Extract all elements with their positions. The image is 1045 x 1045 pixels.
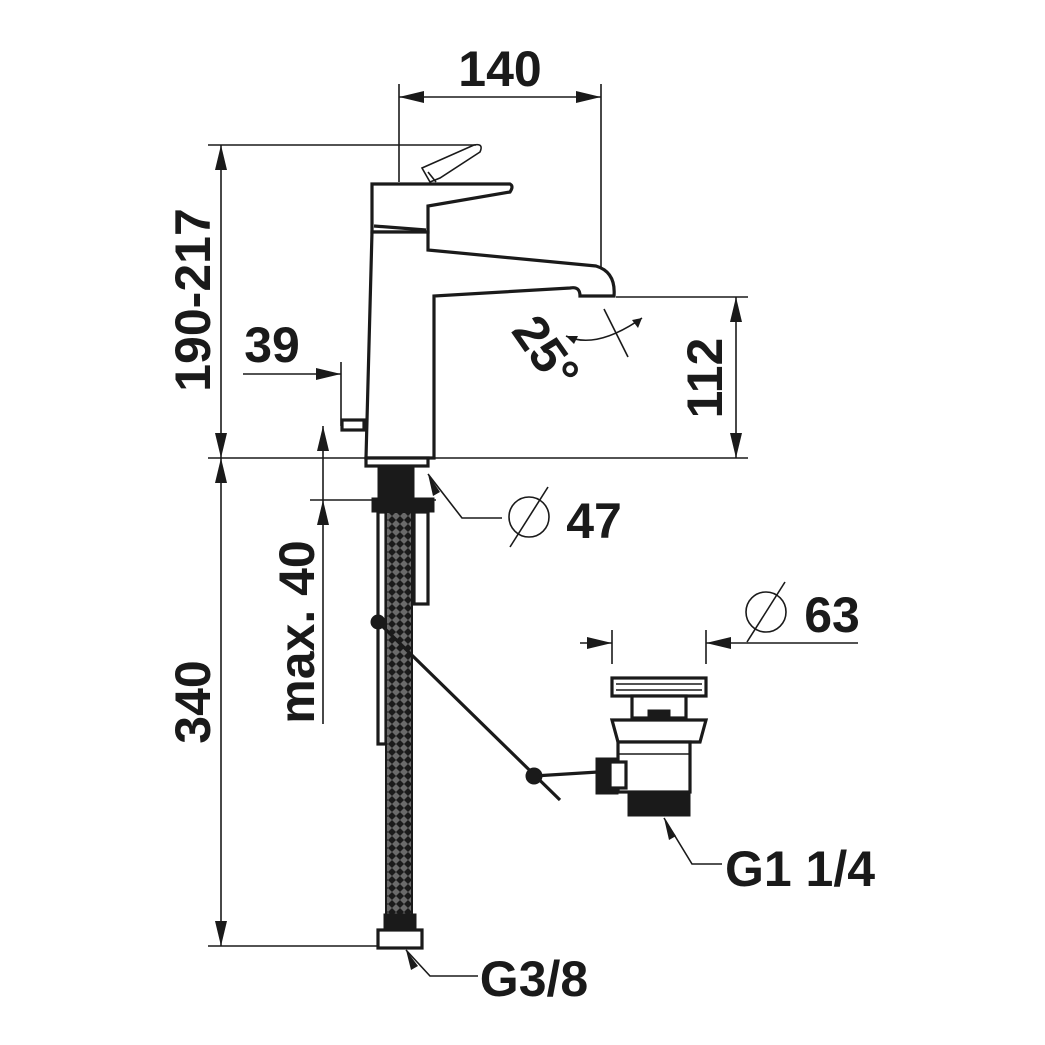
dimension-popup-max-40: max. 40 — [269, 426, 436, 724]
dimension-label-112: 112 — [677, 338, 733, 419]
dimension-thread-g1-1-4: G1 1/4 — [663, 817, 875, 897]
mounting-assembly — [370, 465, 599, 950]
dimension-label-47: 47 — [566, 493, 622, 549]
waste-plug-cap — [610, 676, 708, 698]
dimension-label-g1-1-4: G1 1/4 — [725, 841, 875, 897]
dimension-label-190-217: 190-217 — [165, 208, 221, 392]
dimension-label-max-40: max. 40 — [269, 540, 325, 723]
dimension-thread-g3-8: G3/8 — [405, 949, 588, 1007]
dimension-width-140: 140 — [398, 41, 602, 292]
dimension-label-39: 39 — [244, 317, 300, 373]
lever-raised-outline — [420, 143, 482, 184]
popup-rod-knob — [340, 418, 366, 432]
dimension-height-190-217: 190-217 — [165, 144, 748, 459]
diameter-symbol-icon — [508, 486, 550, 548]
waste-fitting — [595, 676, 709, 817]
dimension-label-140: 140 — [458, 41, 541, 97]
dimension-label-63: 63 — [804, 587, 860, 643]
dimension-diameter-47: 47 — [427, 473, 622, 549]
dimension-label-g3-8: G3/8 — [480, 951, 588, 1007]
dimension-spout-112: 112 — [616, 296, 748, 458]
flexible-supply-hose — [385, 511, 413, 919]
faucet-base-ring — [364, 456, 430, 468]
dimension-connection-340: 340 — [165, 458, 378, 947]
dimension-diameter-63: 63 — [580, 581, 860, 664]
waste-thread — [627, 791, 691, 817]
hose-connection-nut — [376, 928, 424, 950]
dimension-label-340: 340 — [165, 660, 221, 743]
faucet-spout-body — [364, 230, 616, 460]
diameter-symbol-icon — [745, 581, 787, 643]
dimension-label-25: 25° — [501, 305, 590, 399]
dimension-angle-25: 25° — [501, 305, 643, 399]
lever-handle — [370, 182, 514, 234]
faucet-body — [340, 143, 616, 468]
